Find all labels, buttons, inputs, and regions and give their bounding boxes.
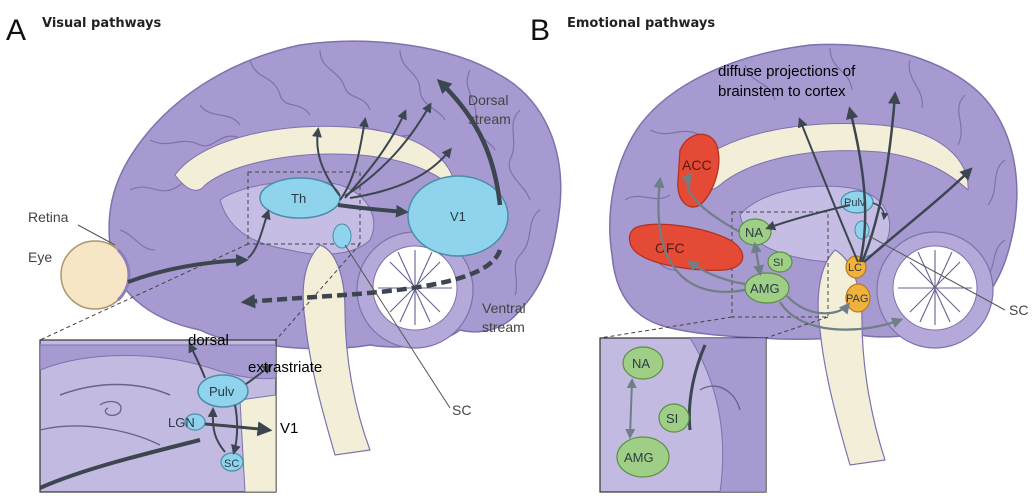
v1-label-inset-a: V1 — [280, 420, 298, 437]
sc-label-a: SC — [452, 402, 471, 418]
ventral-stream-label-1: Ventral — [482, 300, 526, 316]
retina-label: Retina — [28, 209, 69, 225]
sc-node-a — [333, 224, 351, 248]
acc-label: ACC — [682, 157, 712, 173]
pulv-label-b: Pulv — [844, 197, 866, 209]
sc-label-b: SC — [1009, 302, 1028, 318]
eye-label: Eye — [28, 249, 52, 265]
na-label: NA — [745, 225, 763, 240]
inset-a: Pulv LGN SC — [40, 340, 276, 492]
sc-label-inset-a: SC — [224, 458, 239, 470]
panel-a-title: Visual pathways — [42, 16, 161, 31]
ventral-stream-label-2: stream — [482, 319, 525, 335]
v1-label: V1 — [450, 209, 466, 224]
amg-label-inset-b: AMG — [624, 450, 654, 465]
panel-b: B Emotional pathways — [530, 14, 1028, 492]
th-label: Th — [291, 191, 306, 206]
inset-b: NA SI AMG — [600, 338, 766, 492]
extrastriate-label-inset-a: extrastriate — [248, 359, 322, 376]
dorsal-label-inset-a: dorsal — [188, 332, 229, 349]
na-label-inset-b: NA — [632, 356, 650, 371]
dorsal-stream-label-1: Dorsal — [468, 92, 508, 108]
lgn-label-inset-a: LGN — [168, 415, 195, 430]
ofc-label: OFC — [655, 240, 685, 256]
panel-a: A Visual pathways — [6, 14, 561, 492]
lc-label: LC — [848, 262, 862, 274]
si-label: SI — [773, 257, 783, 269]
panel-a-letter: A — [6, 14, 26, 47]
panel-b-title: Emotional pathways — [567, 16, 715, 31]
si-label-inset-b: SI — [666, 411, 678, 426]
annotation-line-1: diffuse projections of — [718, 63, 856, 80]
annotation-line-2: brainstem to cortex — [718, 83, 846, 100]
sc-node-b — [855, 221, 869, 239]
pulv-label-inset-a: Pulv — [209, 384, 235, 399]
dorsal-stream-label-2: stream — [468, 111, 511, 127]
amg-label: AMG — [750, 281, 780, 296]
panel-b-letter: B — [530, 14, 550, 47]
pag-label: PAG — [846, 293, 868, 305]
eye — [61, 241, 129, 309]
